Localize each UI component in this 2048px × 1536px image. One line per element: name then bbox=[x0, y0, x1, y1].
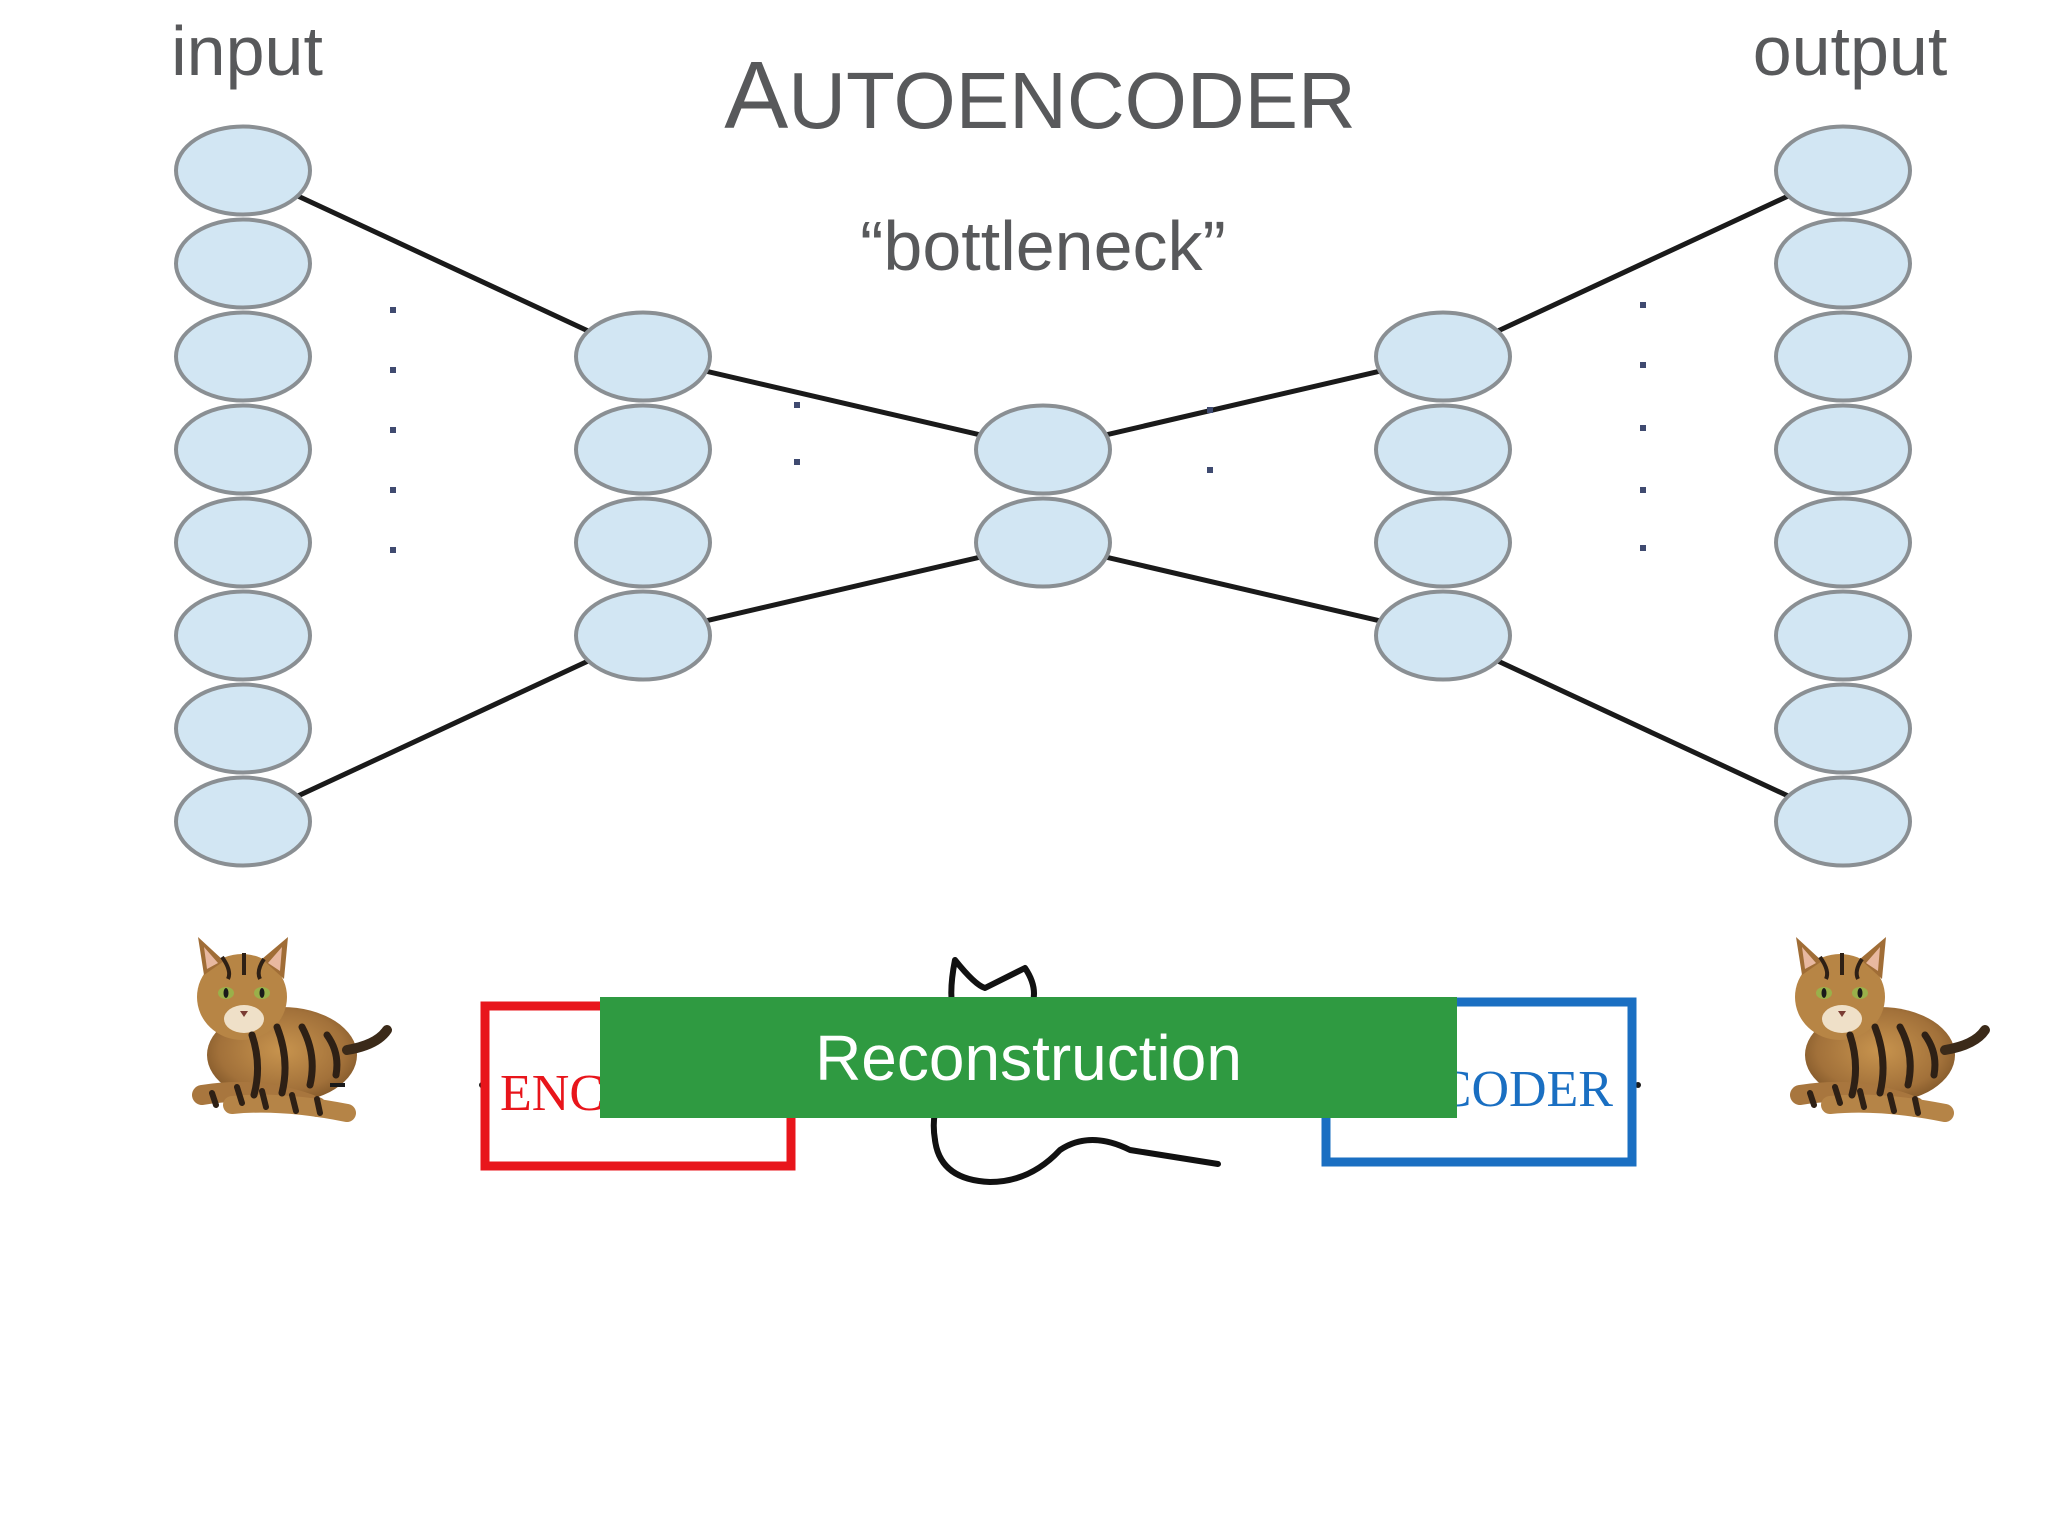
network-node bbox=[1374, 403, 1512, 496]
network-node bbox=[174, 496, 312, 589]
network-node bbox=[1774, 124, 1912, 217]
output-label: output bbox=[1753, 12, 1948, 90]
slide-title: AUTOENCODER bbox=[724, 42, 1356, 149]
network-node bbox=[1774, 403, 1912, 496]
ellipsis-dot bbox=[1640, 545, 1646, 551]
network-node bbox=[974, 403, 1112, 496]
network-node bbox=[1774, 682, 1912, 775]
network-link bbox=[1441, 168, 1845, 359]
network-node bbox=[574, 310, 712, 403]
bottleneck-label: “bottleneck” bbox=[860, 207, 1226, 285]
ellipsis-dot bbox=[1207, 467, 1213, 473]
network-node bbox=[174, 310, 312, 403]
ellipsis-dot bbox=[1640, 487, 1646, 493]
ellipsis-dot bbox=[390, 487, 396, 493]
network-node bbox=[174, 403, 312, 496]
ellipsis-dot bbox=[390, 427, 396, 433]
ellipsis-dot bbox=[390, 307, 396, 313]
input-cat-photo bbox=[197, 937, 387, 1113]
ellipsis-dot bbox=[390, 367, 396, 373]
ellipsis-dot bbox=[1640, 425, 1646, 431]
network-node bbox=[174, 589, 312, 682]
ellipsis-dot bbox=[390, 547, 396, 553]
network-node bbox=[1374, 589, 1512, 682]
input-label: input bbox=[171, 12, 323, 90]
network-node bbox=[974, 496, 1112, 589]
network-node bbox=[174, 775, 312, 868]
network-link bbox=[642, 540, 1044, 638]
network-link bbox=[642, 354, 1044, 452]
network-link bbox=[1441, 633, 1845, 824]
network-node bbox=[174, 124, 312, 217]
network-node bbox=[574, 589, 712, 682]
network-nodes bbox=[174, 124, 1912, 868]
network-link bbox=[1042, 354, 1444, 452]
network-node bbox=[574, 496, 712, 589]
network-node bbox=[1774, 496, 1912, 589]
ellipsis-dot bbox=[794, 402, 800, 408]
network-node bbox=[1374, 496, 1512, 589]
network-link bbox=[241, 168, 645, 359]
network-node bbox=[174, 217, 312, 310]
network-node bbox=[1774, 775, 1912, 868]
reconstruction-banner: Reconstruction bbox=[600, 997, 1457, 1118]
network-node bbox=[1774, 310, 1912, 403]
network-node bbox=[1774, 217, 1912, 310]
ellipsis-dot bbox=[1207, 407, 1213, 413]
ellipsis-dot bbox=[1640, 302, 1646, 308]
network-link bbox=[241, 633, 645, 824]
network-link bbox=[1042, 540, 1444, 638]
network-node bbox=[1774, 589, 1912, 682]
network-node bbox=[1374, 310, 1512, 403]
output-cat-photo bbox=[1795, 937, 1985, 1113]
network-ellipsis-dots bbox=[390, 302, 1646, 553]
ellipsis-dot bbox=[1640, 362, 1646, 368]
ellipsis-dot bbox=[794, 459, 800, 465]
network-node bbox=[574, 403, 712, 496]
network-links bbox=[241, 168, 1845, 824]
network-node bbox=[174, 682, 312, 775]
